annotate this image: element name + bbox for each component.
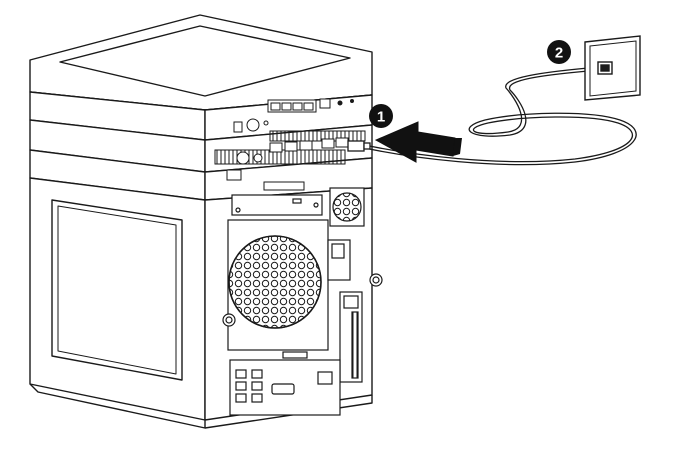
rear-interior bbox=[222, 187, 383, 416]
insert-arrow-icon bbox=[374, 121, 462, 163]
wall-network-jack bbox=[584, 35, 641, 101]
small-fan-grille bbox=[332, 192, 362, 222]
callout-2-badge: 2 bbox=[547, 40, 571, 64]
io-panel bbox=[229, 359, 341, 416]
callout-1-label: 1 bbox=[377, 109, 385, 126]
side-panel bbox=[29, 177, 206, 421]
callout-1-badge: 1 bbox=[369, 104, 393, 128]
upper-port-strip bbox=[233, 98, 354, 133]
rj45-plug-server bbox=[347, 140, 365, 152]
lower-port-band bbox=[214, 130, 366, 191]
network-cable bbox=[347, 66, 637, 166]
callout-2-label: 2 bbox=[555, 45, 563, 62]
